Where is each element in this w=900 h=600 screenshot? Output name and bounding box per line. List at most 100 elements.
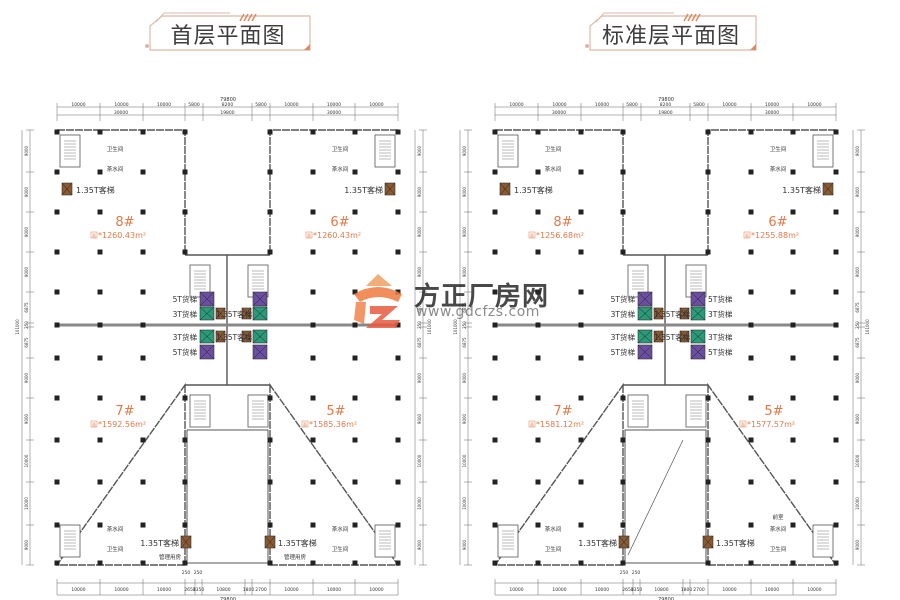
column xyxy=(395,129,401,135)
column xyxy=(578,560,584,566)
column xyxy=(310,355,316,361)
passenger-lift-cross xyxy=(61,182,73,196)
tea-room-label: 茶水间 xyxy=(107,525,124,533)
column xyxy=(140,169,146,175)
dimension-label: 250 xyxy=(24,321,29,329)
column xyxy=(748,289,754,295)
unit-label-6: 6#面*1255.88m² xyxy=(743,215,799,240)
column xyxy=(310,395,316,401)
freight-lift-3t-label: 3T货梯 xyxy=(708,309,733,319)
passenger-lift-label: 1.35T客梯 xyxy=(140,538,179,548)
freight-lift-5t xyxy=(690,344,706,360)
passenger-lift xyxy=(702,535,714,549)
stair-outline xyxy=(497,524,519,558)
standard-floor-title-box: 标准层平面图 xyxy=(582,10,760,54)
dimension-label: 10000 xyxy=(24,497,29,510)
column xyxy=(833,249,839,255)
column xyxy=(97,289,103,295)
column xyxy=(140,355,146,361)
column xyxy=(705,209,711,215)
column xyxy=(833,560,839,566)
unit-number: 7# xyxy=(553,404,572,419)
unit-area: *1581.12m² xyxy=(536,420,584,429)
column xyxy=(833,355,839,361)
freight-lift-5t xyxy=(690,291,706,307)
column xyxy=(395,395,401,401)
freight-lift-3t xyxy=(199,329,215,344)
passenger-lift xyxy=(241,307,252,320)
unit-number: 5# xyxy=(764,404,783,419)
passenger-lift-label: 1.35T客梯 xyxy=(578,538,617,548)
freight-lift-3t-cross xyxy=(252,329,268,344)
column xyxy=(54,169,60,175)
column xyxy=(140,437,146,443)
passenger-lift xyxy=(61,182,73,196)
freight-lift-3t-label: 3T货梯 xyxy=(708,332,733,342)
column xyxy=(492,522,498,528)
column xyxy=(395,355,401,361)
column xyxy=(182,249,188,255)
freight-lift-5t-cross xyxy=(690,344,706,360)
freight-lift-3t xyxy=(690,306,706,321)
column xyxy=(97,479,103,485)
wall-block-8-7 xyxy=(55,129,186,566)
column xyxy=(395,560,401,566)
wall-block-8-7 xyxy=(493,129,624,566)
freight-lift-5t xyxy=(199,291,215,307)
freight-lift-5t-cross xyxy=(199,344,215,360)
column xyxy=(310,522,316,528)
area-icon xyxy=(743,231,751,239)
column xyxy=(535,437,541,443)
dimension-label: 10000 xyxy=(855,497,860,510)
freight-lift-5t-label: 5T货梯 xyxy=(708,294,733,304)
passenger-lift-label: 1.35T客梯 xyxy=(514,185,553,195)
column xyxy=(140,322,146,328)
dimension-label: 250 xyxy=(620,570,629,576)
right-dimension-line: 9000900090009000687525068759000900010000… xyxy=(414,129,432,566)
freight-lift-5t-cross xyxy=(637,291,653,307)
stair-outline xyxy=(189,394,211,428)
dimension-label: 10000 xyxy=(71,102,85,108)
dimension-label: 9000 xyxy=(417,226,422,237)
column xyxy=(267,522,273,528)
column xyxy=(705,479,711,485)
column xyxy=(833,129,839,135)
freight-lift-5t-label: 5T货梯 xyxy=(611,347,636,357)
area-prefix: 面 xyxy=(307,233,311,238)
passenger-lift-label: 1.35T客梯 xyxy=(654,309,691,319)
column xyxy=(54,522,60,528)
unit-area: *1592.56m² xyxy=(98,420,146,429)
dimension-label: 10000 xyxy=(807,587,821,593)
column xyxy=(140,395,146,401)
column xyxy=(535,129,541,135)
column xyxy=(54,395,60,401)
column xyxy=(833,395,839,401)
column xyxy=(790,322,796,328)
dimension-label: 9000 xyxy=(417,539,422,550)
unit-number: 8# xyxy=(115,215,134,230)
dimension-total: 79800 xyxy=(658,597,674,600)
dimension-label: 9000 xyxy=(24,226,29,237)
lower-atrium-walls xyxy=(624,429,707,564)
column xyxy=(310,560,316,566)
column xyxy=(54,355,60,361)
column xyxy=(352,289,358,295)
column xyxy=(790,479,796,485)
dimension-label: 6875 xyxy=(855,337,860,348)
dimension-label: 9000 xyxy=(855,266,860,277)
passenger-lift-label: 1.35T客梯 xyxy=(278,538,317,548)
stairwell xyxy=(497,134,519,168)
column xyxy=(620,437,626,443)
column xyxy=(833,289,839,295)
column xyxy=(140,522,146,528)
column xyxy=(620,209,626,215)
freight-lift-3t-label: 3T货梯 xyxy=(611,309,636,319)
column xyxy=(535,249,541,255)
freight-lift-5t xyxy=(252,344,268,360)
stair-outline xyxy=(685,394,707,428)
column xyxy=(535,479,541,485)
column xyxy=(395,209,401,215)
column xyxy=(182,395,188,401)
title-frame-decoration xyxy=(585,12,757,51)
